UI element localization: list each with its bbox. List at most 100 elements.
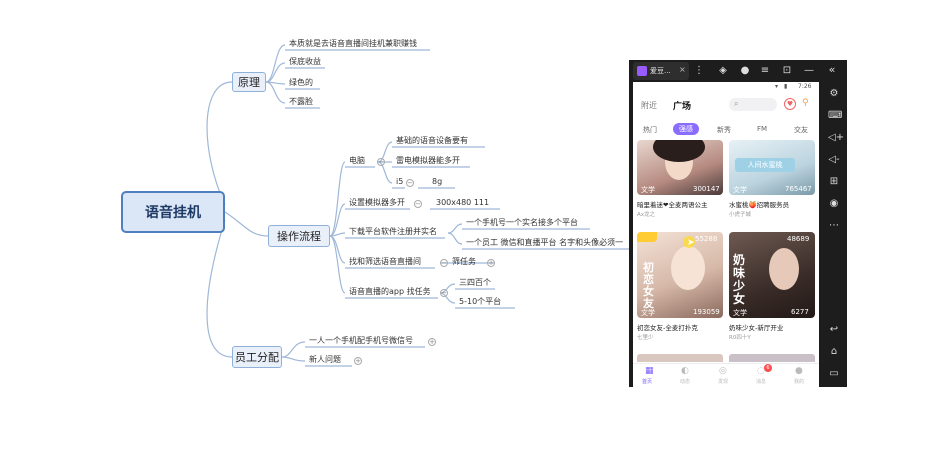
tab-nearby[interactable]: 附近: [641, 101, 657, 110]
room-card-2-title[interactable]: 水蜜桃🍑招聘服务员: [729, 201, 790, 209]
node-process[interactable]: 操作流程: [268, 225, 330, 247]
home-button-icon[interactable]: ⌂: [830, 346, 838, 357]
room-card-1[interactable]: 文学 300147: [637, 140, 723, 195]
cursor-highlight: [683, 236, 695, 248]
emulator-side-toolbar: ⚙ ⌨ ◁+ ◁- ⊞ ◉ ⋯ ↩ ⌂ ▭: [821, 82, 847, 387]
collapse-emulator-icon[interactable]: −: [414, 200, 422, 208]
leaf-download-register[interactable]: 下载平台软件注册并实名: [349, 227, 437, 236]
mouse-cursor-icon: ➤: [687, 238, 695, 248]
room-card-2[interactable]: 人间水蜜桃 文学 765467: [729, 140, 815, 195]
node-staff[interactable]: 员工分配: [232, 346, 282, 368]
mindmap-root-node[interactable]: 语音挂机: [121, 191, 225, 233]
back-icon[interactable]: ↩: [829, 324, 839, 335]
room-card-1-title[interactable]: 暗里着迷❤全麦两语公主: [637, 201, 708, 209]
room-card-2-badge: 文学: [733, 186, 747, 194]
record-icon[interactable]: ◉: [829, 198, 839, 209]
leaf-find-room[interactable]: 找和筛选语音直播间: [349, 257, 421, 266]
settings-icon[interactable]: ⚙: [829, 88, 839, 99]
room-card-4-host: R0四十Y: [729, 335, 751, 341]
room-card-1-host: Ax龙之: [637, 212, 656, 218]
nav-home-label[interactable]: 首页: [642, 379, 653, 385]
category-fm[interactable]: FM: [757, 125, 768, 133]
leaf-principle-no-face[interactable]: 不露脸: [289, 97, 313, 106]
leaf-staff-newbie[interactable]: 新人问题: [309, 355, 341, 364]
battery-icon: ▮: [784, 83, 788, 90]
collapse-sidebar-icon[interactable]: «: [828, 63, 836, 76]
room-card-4[interactable]: 48689 奶味少女 文学 6277: [729, 232, 815, 318]
category-hot[interactable]: 热门: [643, 126, 657, 134]
location-icon[interactable]: ⚲: [802, 98, 809, 108]
room-card-3-art-text: 初恋女友: [643, 261, 654, 310]
room-card-4-title[interactable]: 奶味少女-新厅开业: [729, 324, 784, 332]
menu-icon[interactable]: ≡: [760, 65, 770, 76]
leaf-principle-essence[interactable]: 本质就是去语音直播间挂机兼职赚钱: [289, 39, 417, 48]
leaf-download-phone[interactable]: 一个手机号一个实名接多个平台: [466, 218, 578, 227]
heart-icon[interactable]: ♥: [784, 98, 796, 110]
nav-moments-label[interactable]: 动态: [680, 379, 691, 385]
leaf-principle-guaranteed[interactable]: 保底收益: [289, 57, 321, 66]
emulator-tab[interactable]: 爱豆... ×: [633, 62, 689, 80]
window-icon[interactable]: ⊡: [782, 65, 792, 76]
discover-icon[interactable]: ◎: [719, 366, 727, 376]
leaf-download-staff[interactable]: 一个员工 微信和直播平台 名字和头像必须一: [466, 238, 624, 247]
connector-root-process: [224, 211, 269, 237]
room-card-4-art-text: 奶味少女: [733, 253, 746, 306]
collapse-computer-icon[interactable]: −: [377, 158, 385, 166]
nav-profile-label[interactable]: 我的: [794, 379, 805, 385]
leaf-app-count[interactable]: 三四百个: [459, 278, 491, 287]
leaf-principle-green[interactable]: 绿色的: [289, 78, 313, 87]
category-friends[interactable]: 交友: [794, 126, 808, 134]
tab-square[interactable]: 广场: [673, 102, 692, 112]
profile-icon[interactable]: ●: [795, 366, 803, 376]
nav-message-label[interactable]: 消息: [756, 379, 767, 385]
message-icon[interactable]: ◌: [757, 366, 765, 376]
category-new[interactable]: 新秀: [717, 126, 731, 134]
collapse-find-icon[interactable]: −: [440, 259, 448, 267]
room-card-3[interactable]: 55288 初恋女友 文学 193059: [637, 232, 723, 318]
leaf-app-task[interactable]: 语音直播的app 找任务: [349, 287, 431, 296]
more-icon[interactable]: ⋯: [829, 220, 839, 231]
node-principle[interactable]: 原理: [232, 72, 266, 92]
tab-close-icon[interactable]: ×: [679, 65, 686, 74]
user-icon[interactable]: ●: [740, 65, 750, 76]
room-card-6-peek: [729, 354, 815, 362]
room-card-3-title[interactable]: 初恋女友-全麦打扑克: [637, 324, 698, 332]
recent-apps-icon[interactable]: ▭: [829, 368, 839, 379]
minimize-icon[interactable]: —: [804, 65, 814, 76]
expand-staff-newbie-icon[interactable]: +: [354, 357, 362, 365]
leaf-emulator-value[interactable]: 300x480 111: [436, 198, 490, 207]
leaf-computer-emulator[interactable]: 雷电模拟器能多开: [396, 156, 460, 165]
keyboard-icon[interactable]: ⌨: [828, 110, 843, 121]
volume-up-icon[interactable]: ◁+: [828, 132, 845, 143]
room-card-3-badge: 文学: [641, 309, 655, 317]
room-card-4-count: 6277: [791, 308, 809, 316]
more-vertical-icon[interactable]: ⋮: [694, 65, 704, 76]
leaf-computer-audio[interactable]: 基础的语音设备要有: [396, 136, 468, 145]
room-card-3-tag: 55288: [695, 235, 718, 243]
leaf-computer-cpu[interactable]: i5: [396, 177, 404, 186]
connector-root-staff: [206, 219, 233, 358]
search-bar[interactable]: ⌕: [729, 98, 777, 111]
volume-down-icon[interactable]: ◁-: [828, 154, 840, 165]
leaf-emulator-multi[interactable]: 设置模拟器多开: [349, 198, 405, 207]
status-time: 7:26: [798, 83, 812, 90]
moments-icon[interactable]: ◐: [681, 366, 689, 376]
home-icon[interactable]: ▦: [645, 366, 654, 376]
screenshot-icon[interactable]: ⊞: [829, 176, 839, 187]
collapse-app-icon[interactable]: −: [440, 289, 448, 297]
gamepad-icon[interactable]: ◈: [719, 65, 727, 76]
phone-screen: ▾ ▮ 7:26 附近 广场 ⌕ ♥ ⚲ 热门 强感 新秀 FM 交友 文学 3…: [633, 82, 819, 387]
leaf-computer-ram[interactable]: 8g: [432, 177, 443, 186]
room-card-3-count: 193059: [693, 308, 720, 316]
expand-staff-phone-icon[interactable]: +: [428, 338, 436, 346]
room-card-1-count: 300147: [693, 185, 720, 193]
room-card-3-host: 七里少: [637, 335, 654, 341]
leaf-app-platforms[interactable]: 5-10个平台: [459, 297, 502, 306]
leaf-staff-phone[interactable]: 一人一个手机配手机号微信号: [309, 336, 413, 345]
connector-dot-icon: −: [406, 179, 414, 187]
expand-find-icon[interactable]: +: [487, 259, 495, 267]
leaf-computer[interactable]: 电脑: [349, 156, 365, 165]
category-strong[interactable]: 强感: [673, 123, 699, 135]
leaf-find-task[interactable]: 筛任务: [452, 257, 476, 266]
nav-discover-label[interactable]: 发现: [718, 379, 729, 385]
